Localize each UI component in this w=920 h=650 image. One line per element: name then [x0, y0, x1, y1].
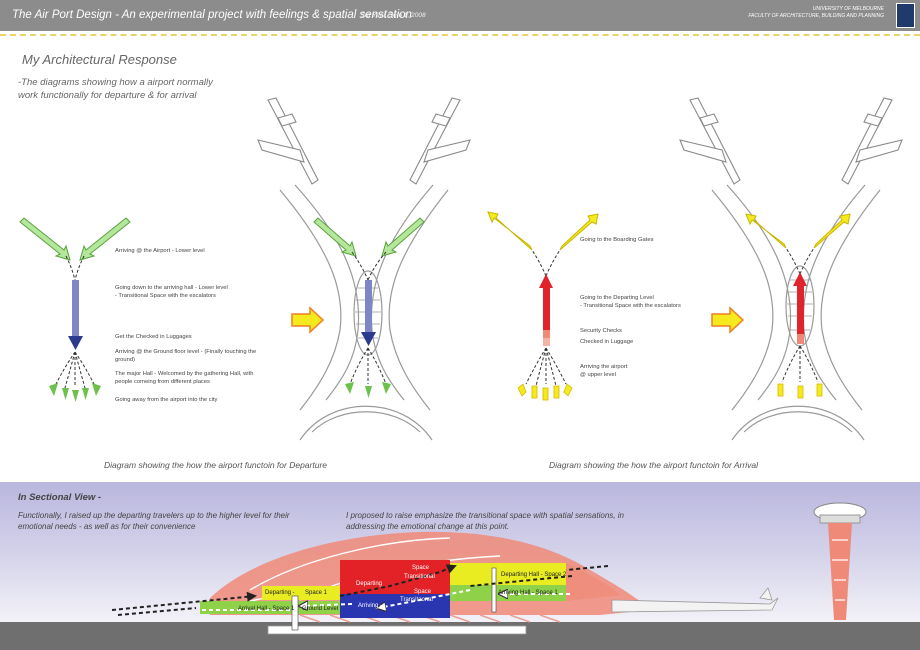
- arrow-icon: [816, 383, 823, 397]
- arrow-icon: [68, 336, 83, 350]
- arrow-icon: [313, 217, 357, 257]
- response-intro: -The diagrams showing how a airport norm…: [18, 76, 213, 102]
- arrow-icon: [382, 382, 391, 394]
- departure-label-arriving: Arriving @ the Airport - Lower level: [115, 248, 205, 254]
- section-paragraph-2: I proposed to raise emphasize the transi…: [346, 510, 624, 532]
- label-arriving: Arriving -: [358, 603, 383, 609]
- label-transitional-mid: Transitaonal: [400, 597, 433, 603]
- departure-label-going-down: Going down to the arriving hall - Lower …: [115, 285, 228, 291]
- arrow-icon: [291, 306, 325, 334]
- arrow-icon: [345, 382, 354, 394]
- arrival-transitional-bar: [543, 288, 550, 330]
- university-line2: FACULTY OF ARCHITECTURE, BUILDING AND PL…: [748, 13, 884, 19]
- arrow-icon: [793, 272, 807, 286]
- arriving-hall-band: [450, 585, 566, 601]
- transitional-blue-band: [340, 594, 450, 618]
- arrow-icon: [813, 213, 851, 249]
- arrow-icon: [517, 383, 527, 397]
- arrow-icon: [563, 383, 573, 397]
- departure-label-major-hall: The major Hall - Welcomed by the gatheri…: [115, 371, 254, 377]
- arrow-icon: [542, 387, 549, 401]
- label-departing-left: Departing -: [265, 590, 295, 596]
- arrow-icon: [361, 332, 376, 346]
- departing-space1-band: [262, 586, 340, 600]
- section-p1-line1: Functionally, I raised up the departing …: [18, 511, 290, 520]
- label-departing-mid: Departing: [356, 581, 383, 587]
- departure-label-people: people comeing from different places: [115, 379, 210, 385]
- arrow-icon: [82, 388, 89, 400]
- arrival-caption: Diagram showing the how the airport func…: [549, 460, 758, 470]
- control-tower-icon: [813, 502, 867, 620]
- response-heading: My Architectural Response: [22, 52, 177, 67]
- departure-transitional-bar: [72, 280, 79, 336]
- intro-line2: work functionally for departure & for ar…: [18, 90, 197, 101]
- label-space1: Space 1: [305, 590, 328, 596]
- arrival-plan-flow: [745, 213, 851, 399]
- arrow-icon: [777, 383, 784, 397]
- departure-label-city: Going away from the airport into the cit…: [115, 397, 218, 403]
- arrow-icon: [79, 217, 131, 261]
- section-paragraph-1: Functionally, I raised up the departing …: [18, 510, 290, 532]
- arrow-icon: [745, 213, 787, 249]
- arrow-icon: [365, 386, 372, 398]
- underground-tunnel: [267, 625, 527, 635]
- section-p2-line2: addressing the emotional change at this …: [346, 522, 510, 531]
- arrival-label-departing-level: Going to the Departing Level: [580, 295, 654, 301]
- header-divider: [0, 34, 920, 36]
- airplane-icon: [679, 97, 741, 185]
- arrival-label-boarding: Going to the Boarding Gates: [580, 237, 654, 243]
- departure-label-ground: ground): [115, 357, 135, 363]
- university-line1: UNIVERSITY OF MELBOURNE: [812, 6, 884, 12]
- arrival-label-transitional: - Transitional Space with the escalators: [580, 303, 681, 309]
- label-departing-hall: Departing Hall - Space 2: [501, 572, 567, 578]
- arrow-icon: [559, 213, 599, 251]
- crest-icon: [896, 3, 915, 28]
- arrow-icon: [62, 388, 69, 400]
- airplane-icon: [257, 97, 319, 185]
- section-p1-line2: emotional needs - as well as for their c…: [18, 522, 196, 531]
- departure-label-luggage: Get the Checked in Luggages: [115, 334, 192, 340]
- departure-plan-flow: [313, 217, 425, 398]
- project-subtitle: 3rd Year, Sem 1, 2008: [361, 12, 426, 19]
- university-name: UNIVERSITY OF MELBOURNE FACULTY OF ARCHI…: [748, 6, 884, 20]
- arrow-icon: [49, 383, 58, 396]
- label-ground-level: Ground Level: [302, 606, 339, 612]
- arrival-label-upper-level: @ upper level: [580, 372, 616, 378]
- arrow-icon: [531, 385, 538, 399]
- section-p2-line1: I proposed to raise emphasize the transi…: [346, 511, 624, 520]
- section-heading: In Sectional View -: [18, 492, 102, 503]
- arrival-label-luggage: Checked in Luggage: [580, 339, 634, 345]
- airplane-icon: [409, 97, 471, 185]
- arrow-icon: [19, 217, 71, 261]
- label-space-mid: Space: [414, 589, 432, 595]
- airplane-icon: [611, 587, 779, 613]
- label-transitional-top: Transitional: [404, 574, 435, 580]
- departure-caption: Diagram showing the how the airport func…: [104, 460, 328, 470]
- project-title: The Air Port Design - An experimental pr…: [12, 9, 412, 21]
- arrow-icon: [539, 274, 553, 288]
- airplane-icon: [841, 97, 903, 185]
- departure-flow-diagram: [19, 217, 131, 402]
- label-arriving-hall: Arriving Hall - Space 1: [498, 590, 558, 596]
- departure-label-ground-floor: Arriving @ the Ground floor level - (Fin…: [115, 349, 257, 355]
- intro-line1: -The diagrams showing how a airport norm…: [18, 77, 213, 88]
- label-arrival-hall: Arrival Hall - Space 1: [238, 606, 295, 612]
- header-bar: The Air Port Design - An experimental pr…: [0, 0, 920, 31]
- arrival-label-upper: Arriving the airport: [580, 364, 628, 370]
- arrow-icon: [553, 385, 560, 399]
- arrival-label-security: Security Checks: [580, 328, 622, 334]
- arrow-icon: [797, 385, 804, 399]
- arrow-icon: [487, 211, 533, 251]
- arrow-icon: [381, 217, 425, 257]
- departure-label-transitional: - Transitional Space with the escalators: [115, 293, 216, 299]
- transitional-red-band: [340, 560, 450, 596]
- arrow-icon: [92, 383, 101, 396]
- arrival-flow-diagram: [487, 211, 599, 401]
- arrow-icon: [711, 306, 745, 334]
- label-space-top: Space: [412, 565, 430, 571]
- arrow-icon: [72, 390, 79, 402]
